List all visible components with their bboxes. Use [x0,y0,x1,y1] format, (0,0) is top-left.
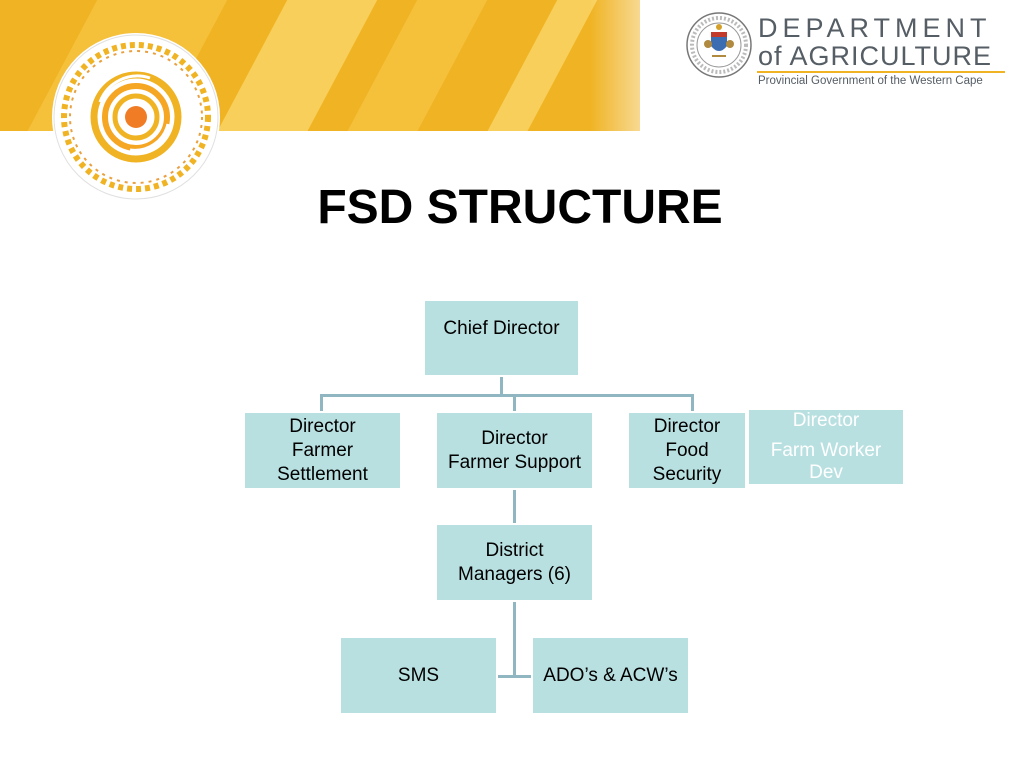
dept-subtitle: Provincial Government of the Western Cap… [758,75,983,87]
chief-director-box: Chief Director [423,299,580,377]
sms-label: SMS [397,664,440,686]
connector-district-down [513,601,516,677]
director-farmer-support-label-1: Director [481,427,548,449]
director-farmer-settlement-label: Director Farmer Settlement [277,415,368,485]
ado-acw-label: ADO’s & ACW’s [543,664,678,686]
director-food-security-label-1: Director [653,415,721,437]
connector-horizontal [320,394,693,397]
chief-director-label: Chief Director [443,318,560,339]
director-farm-worker-dev-box: Director Farm Worker Dev [747,408,905,486]
connector-food [691,394,694,412]
sms-box: SMS [339,636,498,715]
connector-sms-ado [496,675,534,678]
director-food-security-box: Director Food Security [627,411,747,490]
wc-logo-text: WESTERN CAPE · home for all · tuiste vir… [50,44,222,55]
director-food-security-label-2: Food [665,439,709,461]
director-farmer-settlement-box: Director Farmer Settlement [243,411,402,490]
department-title: DEPARTMENT of AGRICULTURE [758,14,992,70]
page-title: FSD STRUCTURE [317,181,723,234]
connector-settlement [320,394,323,412]
connector-support-district [513,489,516,525]
connector-support [513,394,516,412]
western-cape-logo: WESTERN CAPE · home for all · tuiste vir… [50,33,222,201]
connector-chief-down [500,377,503,395]
director-farmer-support-label-2: Farmer Support [447,451,582,473]
dept-title-line1: DEPARTMENT [758,13,992,43]
dept-title-line2: of AGRICULTURE [758,41,993,71]
director-farm-worker-dev-label-2: Farm Worker Dev [770,440,882,483]
coat-of-arms-seal-icon [686,12,752,78]
director-farmer-support-box: Director Farmer Support [435,411,594,490]
dept-divider [757,71,1005,73]
district-managers-label: District Managers (6) [458,539,571,585]
ado-acw-box: ADO’s & ACW’s [531,636,690,715]
district-managers-box: District Managers (6) [435,523,594,602]
director-food-security-label-3: Security [652,463,722,485]
director-farm-worker-dev-label-1: Director [792,410,860,431]
